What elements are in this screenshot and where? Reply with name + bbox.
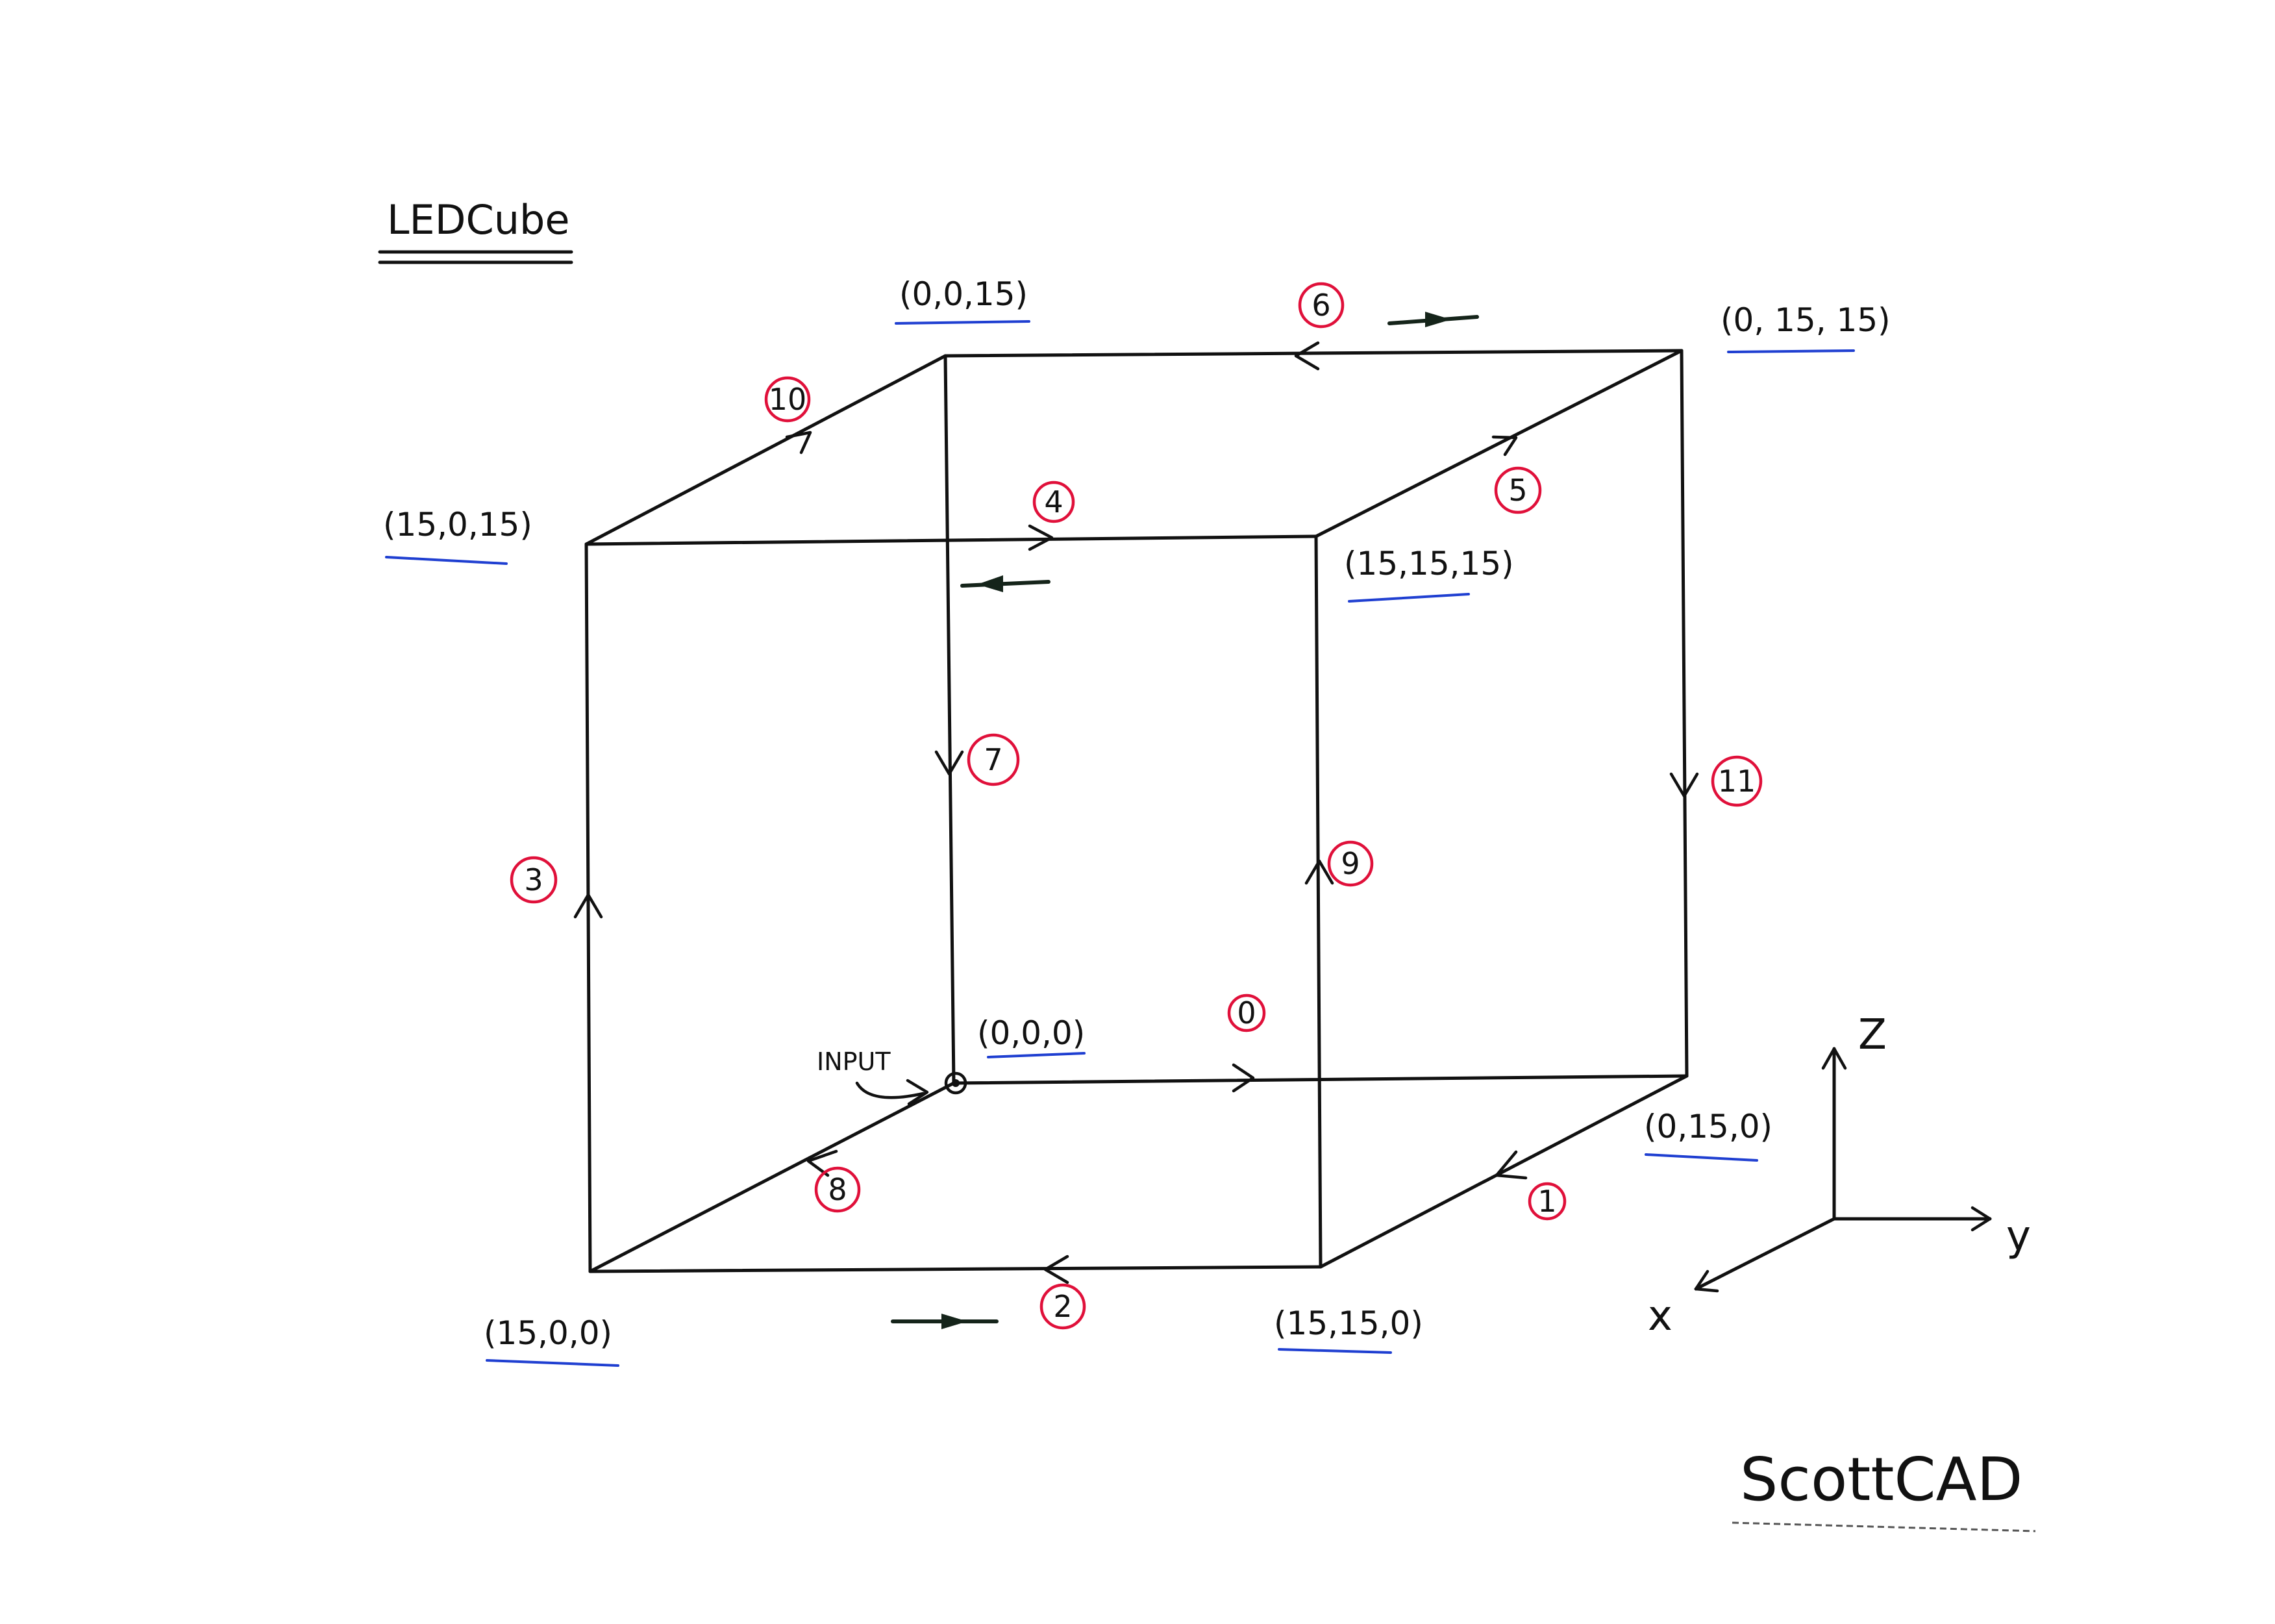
edge-6 xyxy=(943,349,1684,358)
svg-text:0: 0 xyxy=(1237,995,1256,1031)
edge-number-0: 0 xyxy=(1227,993,1266,1032)
underline-v15015 xyxy=(385,556,508,565)
label-v0015: (0,0,15) xyxy=(899,275,1028,313)
svg-text:11: 11 xyxy=(1718,764,1756,799)
arrow-edge-0 xyxy=(1232,1063,1255,1093)
svg-text:7: 7 xyxy=(984,742,1002,777)
ink-mark-top-head xyxy=(1425,312,1451,327)
ink-mark-middle xyxy=(960,580,1050,588)
edge-1 xyxy=(1319,1074,1689,1269)
ink-mark-middle-head xyxy=(977,575,1003,592)
input-node: INPUT xyxy=(817,1047,967,1106)
signature-text: ScottCAD xyxy=(1740,1445,2022,1514)
edge-2 xyxy=(588,1265,1323,1273)
direction-arrows xyxy=(573,341,1699,1284)
underline-v01515 xyxy=(1727,349,1855,353)
edge-numbers: 0 1 2 3 4 5 6 7 xyxy=(510,282,1763,1330)
label-v151515: (15,15,15) xyxy=(1344,545,1514,582)
svg-text:5: 5 xyxy=(1508,473,1527,508)
underline-v000 xyxy=(987,1052,1086,1058)
arrow-edge-10 xyxy=(785,431,812,455)
svg-text:1: 1 xyxy=(1537,1184,1556,1219)
underline-v15150 xyxy=(1278,1348,1392,1354)
label-v1500: (15,0,0) xyxy=(484,1314,612,1352)
signature-underline xyxy=(1732,1521,2036,1532)
svg-text:3: 3 xyxy=(524,862,543,897)
label-v000: (0,0,0) xyxy=(977,1014,1085,1052)
underline-v151515 xyxy=(1348,593,1470,603)
edge-4 xyxy=(584,534,1318,546)
arrow-edge-2 xyxy=(1043,1255,1069,1284)
edge-7 xyxy=(943,354,956,1085)
edge-number-3: 3 xyxy=(510,856,558,904)
edge-10 xyxy=(584,354,947,546)
edge-number-1: 1 xyxy=(1528,1182,1567,1221)
arrow-edge-11 xyxy=(1669,772,1699,798)
label-v15015: (15,0,15) xyxy=(383,506,532,543)
z-axis-arrowhead xyxy=(1821,1047,1847,1070)
arrow-edge-1 xyxy=(1495,1150,1528,1180)
svg-text:8: 8 xyxy=(828,1172,847,1207)
cube-edges xyxy=(584,349,1689,1273)
edge-number-4: 4 xyxy=(1032,481,1075,523)
edge-number-9: 9 xyxy=(1327,840,1374,887)
input-arrow-head xyxy=(906,1079,929,1106)
arrow-edge-5 xyxy=(1491,435,1518,456)
vertex-labels: (0,0,0) (0,15,0) (15,0,0) (15,15,0) (0,0… xyxy=(383,275,1891,1367)
svg-text:9: 9 xyxy=(1341,846,1360,881)
input-node-dot xyxy=(952,1079,960,1087)
ink-mark-bottom-head xyxy=(941,1314,967,1329)
edge-5 xyxy=(1314,349,1684,538)
svg-text:6: 6 xyxy=(1312,288,1330,323)
underline-v1500 xyxy=(486,1359,619,1367)
label-v0150: (0,15,0) xyxy=(1644,1108,1772,1145)
x-axis-label: x xyxy=(1648,1292,1672,1340)
z-axis-label: Z xyxy=(1858,1011,1887,1059)
underline-v0015 xyxy=(895,320,1030,325)
edge-number-10: 10 xyxy=(764,376,811,423)
arrow-edge-9 xyxy=(1304,859,1334,885)
y-axis-label: y xyxy=(2006,1212,2031,1260)
x-axis-arrowhead xyxy=(1694,1269,1719,1293)
edge-number-5: 5 xyxy=(1494,466,1542,514)
svg-text:2: 2 xyxy=(1053,1289,1072,1324)
label-v15150: (15,15,0) xyxy=(1274,1305,1423,1342)
edge-8 xyxy=(588,1081,956,1273)
arrow-edge-4 xyxy=(1028,524,1054,551)
edge-9 xyxy=(1314,534,1323,1269)
input-label: INPUT xyxy=(817,1047,891,1076)
ink-marks xyxy=(891,312,1479,1329)
label-v01515: (0, 15, 15) xyxy=(1721,301,1891,339)
input-node-ring xyxy=(944,1071,967,1095)
edge-number-11: 11 xyxy=(1711,755,1763,807)
edge-number-8: 8 xyxy=(814,1166,861,1213)
svg-text:10: 10 xyxy=(769,382,807,417)
edge-3 xyxy=(584,542,592,1273)
axis-triad: Z y x xyxy=(1648,1011,2031,1340)
arrow-edge-3 xyxy=(573,893,603,919)
underline-v0150 xyxy=(1645,1153,1758,1162)
edge-number-6: 6 xyxy=(1298,282,1345,329)
edge-number-7: 7 xyxy=(967,733,1020,786)
svg-text:4: 4 xyxy=(1044,484,1063,519)
arrow-edge-7 xyxy=(934,750,964,776)
title-text: LEDCube xyxy=(387,196,570,244)
edge-number-2: 2 xyxy=(1039,1283,1086,1330)
y-axis-arrowhead xyxy=(1970,1206,1992,1232)
arrow-edge-8 xyxy=(806,1149,838,1177)
x-axis-line xyxy=(1694,1217,1836,1291)
arrow-edge-6 xyxy=(1294,341,1320,371)
input-arrow-curve xyxy=(855,1081,925,1099)
edge-11 xyxy=(1680,349,1689,1078)
